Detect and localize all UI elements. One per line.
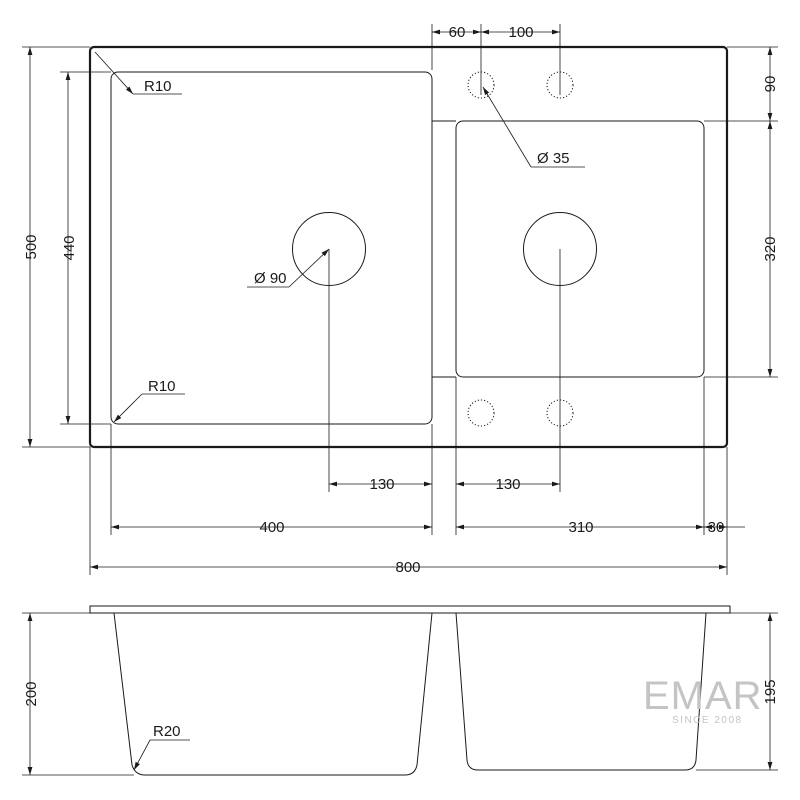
small-bowl-outline [455, 120, 705, 378]
brand-since: SINCE 2008 [672, 715, 743, 726]
callouts: R10 R10 Ø 35 Ø 90 [94, 51, 585, 423]
large-bowl-profile [113, 612, 433, 776]
dim-440-label: 440 [61, 235, 78, 260]
side-view [89, 605, 731, 776]
brand-watermark: EMAR SINCE 2008 [643, 674, 763, 726]
sink-outline [88, 45, 729, 449]
small-bowl-profile [455, 612, 707, 771]
dim-100-label: 100 [508, 24, 533, 41]
dim-side: 200 195 R20 [22, 612, 779, 776]
dim-right: 90 320 [704, 46, 779, 378]
tap-hole-bottom-left [467, 399, 495, 427]
dim-320-label: 320 [762, 236, 779, 261]
dim-130-right-label: 130 [495, 476, 520, 493]
callout-d35: Ø 35 [537, 150, 570, 167]
dim-195-label: 195 [762, 679, 779, 704]
large-bowl-outline [110, 71, 433, 425]
dim-bottom: 130 130 400 310 30 800 [89, 249, 745, 576]
dim-130-left-label: 130 [369, 476, 394, 493]
dim-top: 60 100 [431, 24, 561, 95]
callout-r20: R20 [153, 723, 181, 740]
sink-rim [89, 605, 731, 614]
dim-200-label: 200 [23, 681, 40, 706]
dim-90-label: 90 [762, 76, 779, 93]
top-view [88, 45, 729, 449]
brand-logo: EMAR [643, 674, 763, 718]
dim-30-label: 30 [708, 519, 725, 536]
dim-800-label: 800 [395, 559, 420, 576]
dim-60-label: 60 [449, 24, 466, 41]
callout-r10-top: R10 [144, 78, 172, 95]
dim-left: 500 440 [22, 46, 111, 448]
dim-500-label: 500 [23, 234, 40, 259]
dim-310-label: 310 [568, 519, 593, 536]
callout-d90: Ø 90 [254, 270, 287, 287]
callout-r10-bottom: R10 [148, 378, 176, 395]
dim-400-label: 400 [259, 519, 284, 536]
